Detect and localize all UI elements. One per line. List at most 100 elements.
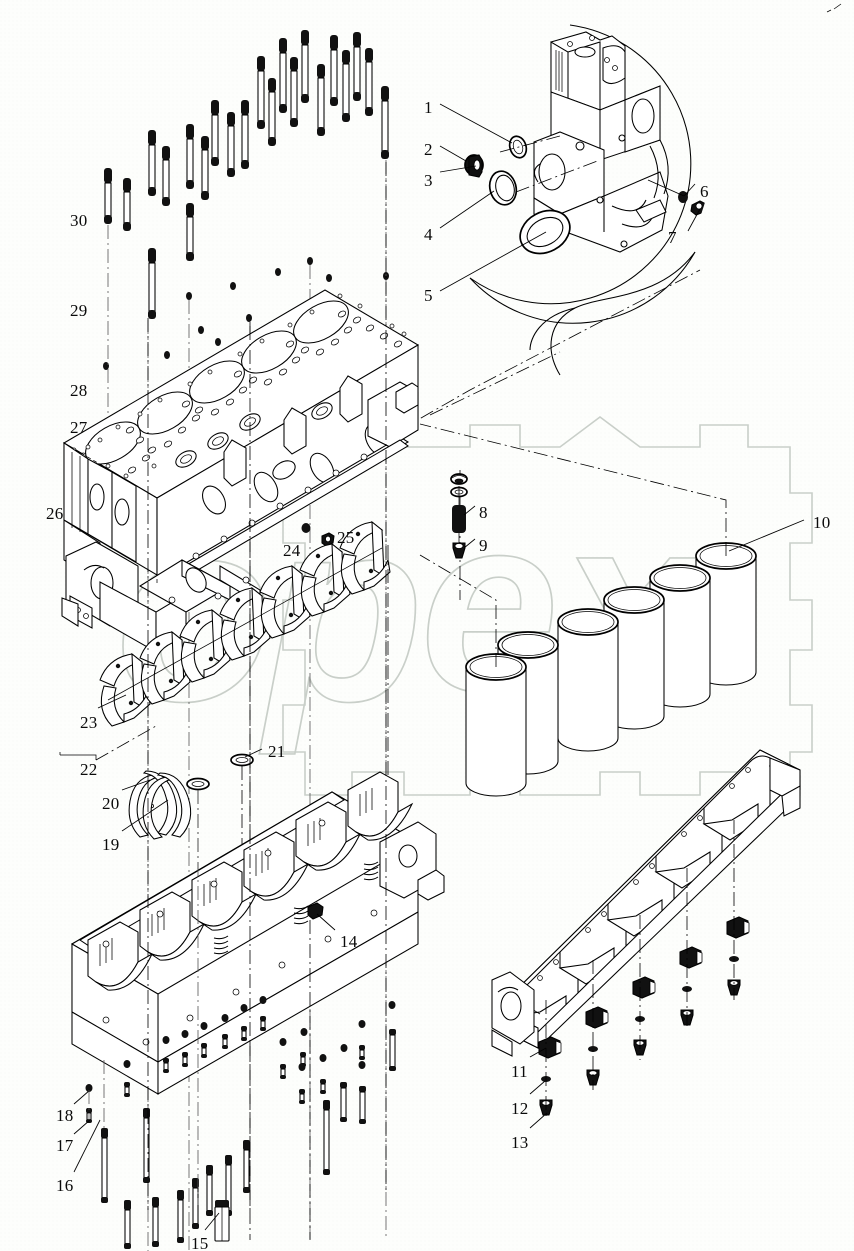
long-bolt [124, 1200, 131, 1249]
crankcase-cavities [511, 755, 771, 1017]
short-bolt [222, 1034, 228, 1049]
callout-10: 10 [813, 513, 831, 532]
detail-view [439, 24, 707, 376]
callout-3: 3 [424, 171, 433, 190]
o-ring-5 [519, 209, 571, 255]
callout-14: 14 [340, 932, 358, 951]
short-bolt [300, 1052, 306, 1067]
liner [603, 586, 665, 730]
long-bolt [206, 1165, 213, 1216]
detail-projection-line [399, 269, 701, 431]
cylinder-bores [85, 300, 349, 465]
bush-25 [321, 532, 335, 547]
assembly-centerlines [147, 162, 387, 1210]
cylinder-liners [419, 423, 805, 797]
callout-18: 18 [56, 1106, 74, 1125]
long-bolt [323, 1100, 330, 1175]
callout-30: 30 [70, 211, 88, 230]
callout-26: 26 [46, 504, 64, 523]
bearing-shell [139, 630, 191, 705]
stud [365, 48, 373, 116]
main-bearing-cap-bolts [73, 996, 396, 1249]
long-bolt [243, 1140, 250, 1193]
liner [557, 608, 619, 752]
cylinder-block-lower [70, 771, 445, 1240]
callout-1: 1 [424, 98, 433, 117]
stud [186, 203, 194, 261]
callout-27: 27 [70, 418, 88, 437]
short-bolt [320, 1079, 326, 1094]
crankcase-side-view [491, 749, 801, 1057]
stud [381, 86, 389, 159]
bearing-shell [99, 652, 151, 727]
stud [257, 56, 265, 129]
seal-ring-4 [488, 170, 518, 206]
cap-11 [679, 946, 703, 969]
short-bolt [260, 1016, 266, 1031]
callout-22: 22 [80, 760, 98, 779]
cap-11 [632, 976, 656, 999]
bearing-shell [299, 542, 351, 617]
short-bolt [182, 1052, 188, 1067]
stud [290, 57, 298, 127]
callout-9: 9 [479, 536, 488, 555]
stud [123, 178, 131, 231]
stud [186, 124, 194, 189]
front-cover-boss [491, 971, 535, 1057]
liner [695, 542, 757, 686]
callout-5: 5 [424, 286, 433, 305]
cap-11 [538, 1036, 562, 1059]
lower-fasteners-right [529, 820, 750, 1129]
callout-20: 20 [102, 794, 120, 813]
callout-23: 23 [80, 713, 98, 732]
dowel-beads [103, 257, 389, 370]
liner [465, 653, 527, 797]
stud [211, 100, 219, 166]
stud [353, 32, 361, 101]
callout-28: 28 [70, 381, 88, 400]
callout-29: 29 [70, 301, 88, 320]
long-bolt [192, 1178, 199, 1229]
short-bolt [201, 1043, 207, 1058]
block-skirt [99, 439, 409, 653]
dowel-sleeve-15 [214, 1200, 230, 1242]
callout-7: 7 [668, 228, 677, 247]
cap-11 [726, 916, 750, 939]
liner [649, 564, 711, 708]
short-bolt [241, 1026, 247, 1041]
callout-13: 13 [511, 1133, 529, 1152]
short-bolt [359, 1045, 365, 1060]
stud [148, 248, 156, 319]
callout-16: 16 [56, 1176, 74, 1195]
bolt-beads [85, 996, 396, 1092]
stud [227, 112, 235, 177]
bearing-shell [179, 608, 231, 683]
callout-25: 25 [337, 528, 355, 547]
corner-mark [826, 3, 842, 13]
callout-21: 21 [268, 742, 286, 761]
bearing-shell [339, 520, 391, 595]
stud [279, 38, 287, 113]
callout-19: 19 [102, 835, 120, 854]
bearing-saddles [87, 771, 414, 991]
small-parts-8-9 [450, 473, 476, 559]
plug-2 [464, 154, 484, 178]
thrust-washer [142, 772, 192, 840]
callout-12: 12 [511, 1099, 529, 1118]
long-bolt [177, 1190, 184, 1243]
detail-projection-line-2 [429, 351, 561, 416]
callout-24: 24 [283, 541, 301, 560]
bolt-13 [586, 1069, 600, 1086]
bearing-shell [259, 564, 311, 639]
stud [330, 35, 338, 106]
stud [241, 100, 249, 169]
short-bolt [299, 1089, 305, 1104]
stud [301, 30, 309, 103]
short-bolt [280, 1064, 286, 1079]
medium-bolt [359, 1086, 366, 1124]
cylinder-head-stud-array [103, 30, 389, 370]
long-bolt [143, 1108, 150, 1183]
callout-6: 6 [700, 182, 709, 201]
